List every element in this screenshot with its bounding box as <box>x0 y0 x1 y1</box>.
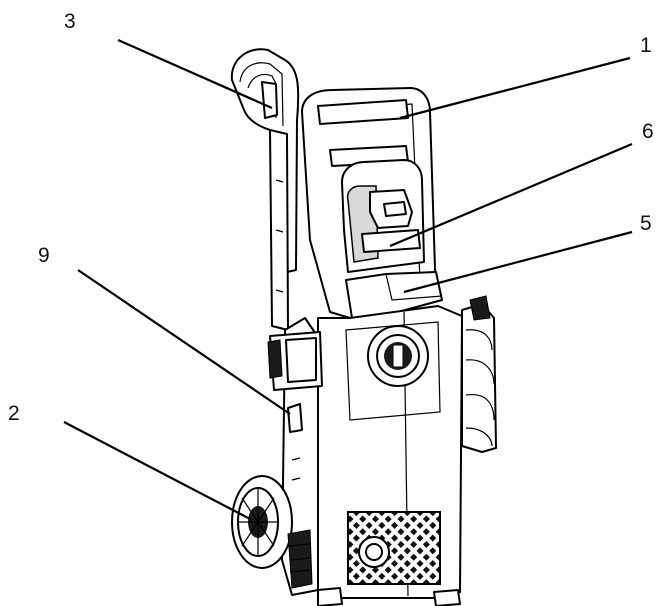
leader-line-3 <box>117 38 273 110</box>
main-body <box>267 87 497 606</box>
callout-1: 1 <box>640 34 652 57</box>
pressure-dial-knob <box>367 325 429 387</box>
leader-line-2 <box>63 421 253 521</box>
leader-line-5 <box>403 230 633 294</box>
callout-6: 6 <box>642 120 654 143</box>
callout-3: 3 <box>64 10 76 33</box>
handle <box>230 48 300 331</box>
callout-2: 2 <box>8 402 20 425</box>
leader-line-1 <box>399 56 631 120</box>
leader-line-6 <box>389 142 633 248</box>
callout-5: 5 <box>640 212 652 235</box>
wheel <box>231 475 313 589</box>
leader-line-9 <box>77 269 291 415</box>
callout-9: 9 <box>38 244 50 267</box>
front-grille <box>347 511 441 585</box>
